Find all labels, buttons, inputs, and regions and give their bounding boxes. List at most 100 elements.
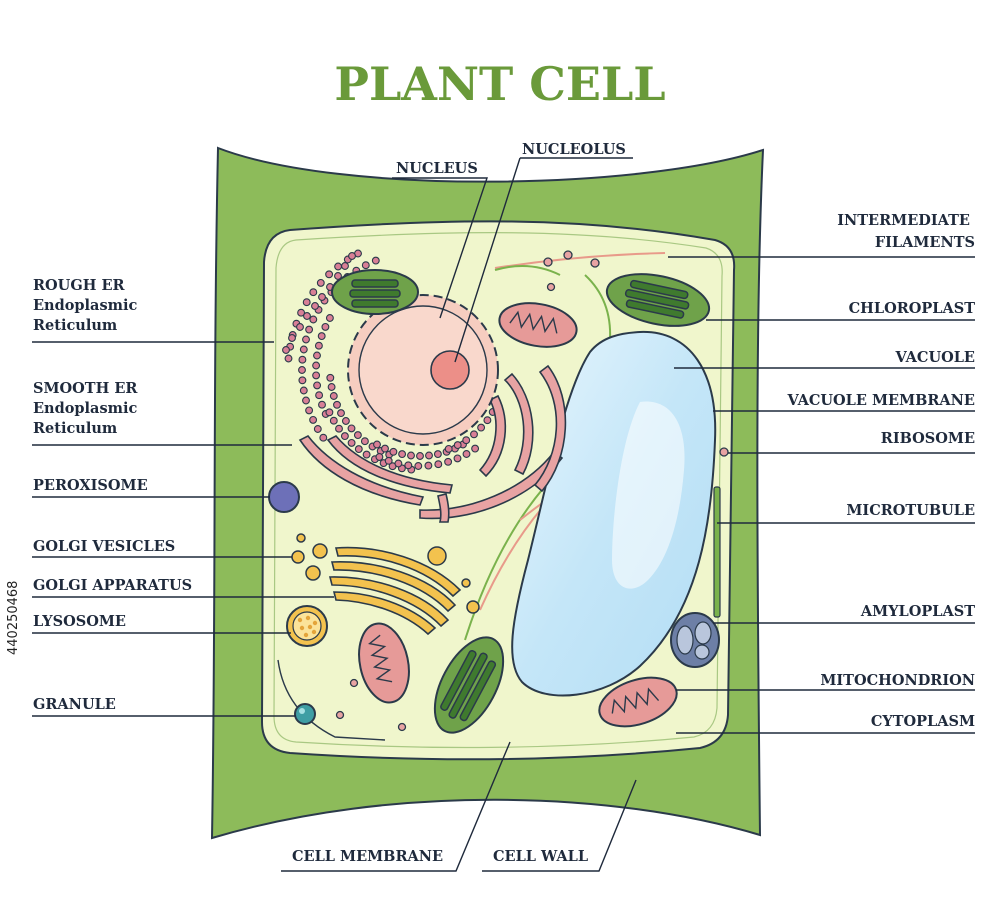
microtubule bbox=[713, 486, 721, 618]
rough-er-bead bbox=[312, 371, 321, 380]
rough-er-bead bbox=[318, 293, 326, 301]
rough-er-bead bbox=[414, 462, 423, 470]
rough-er-bead bbox=[327, 383, 336, 391]
rough-er-bead bbox=[297, 308, 306, 317]
rough-er-bead bbox=[303, 312, 311, 320]
chloroplast-right bbox=[605, 273, 711, 327]
rough-er-bead bbox=[329, 392, 338, 400]
rough-er-bead bbox=[360, 437, 369, 446]
leader-nucleolus bbox=[454, 157, 633, 363]
rough-er-bead bbox=[416, 452, 424, 460]
rough-er-bead bbox=[453, 441, 462, 450]
rough-er-bead bbox=[404, 461, 413, 470]
rough-er-bead bbox=[319, 433, 328, 442]
rough-er-bead bbox=[470, 430, 478, 439]
leader-cell-membrane bbox=[281, 741, 511, 872]
leader-lines bbox=[32, 157, 975, 872]
rough-er-bead bbox=[334, 262, 343, 271]
rough-er-bead bbox=[353, 431, 362, 440]
rough-er-bead bbox=[348, 252, 356, 260]
rough-er-bead bbox=[329, 416, 338, 425]
rough-er-bead bbox=[299, 345, 308, 354]
rough-er-bead bbox=[433, 450, 442, 459]
label-chloroplast: CHLOROPLAST bbox=[849, 300, 976, 317]
rough-er-bead bbox=[337, 409, 345, 418]
label-lysosome: LYSOSOME bbox=[33, 613, 126, 630]
rough-er-bead bbox=[321, 322, 330, 331]
rough-er-bead bbox=[334, 272, 342, 280]
page-title: PLANT CELL bbox=[334, 57, 665, 111]
rough-er-bead bbox=[302, 298, 311, 307]
rough-er-bead bbox=[483, 416, 492, 425]
rough-er-bead bbox=[313, 351, 321, 360]
label-rough-er: ROUGH ER Endoplasmic Reticulum bbox=[33, 277, 142, 334]
rough-er-bead bbox=[309, 415, 318, 424]
stock-id: 440250468 bbox=[6, 580, 21, 655]
label-amyloplast: AMYLOPLAST bbox=[860, 603, 975, 620]
rough-er-bead bbox=[314, 341, 323, 350]
rough-er-bead bbox=[394, 459, 403, 468]
label-nucleolus: NUCLEOLUS bbox=[522, 141, 626, 158]
label-granule: GRANULE bbox=[33, 696, 116, 713]
label-cell-membrane: CELL MEMBRANE bbox=[292, 848, 443, 865]
rough-er-bead bbox=[305, 325, 314, 334]
rough-er-bead bbox=[444, 457, 453, 466]
rough-er-bead bbox=[296, 323, 304, 331]
label-peroxisome: PEROXISOME bbox=[33, 477, 148, 494]
rough-er-bead bbox=[315, 391, 324, 400]
rough-er-bead bbox=[298, 376, 307, 385]
rough-er-bead bbox=[298, 355, 307, 364]
rough-er-bead bbox=[471, 444, 480, 453]
rough-er-bead bbox=[335, 424, 343, 433]
rough-er-bead bbox=[317, 332, 326, 341]
label-cell-wall: CELL WALL bbox=[493, 848, 588, 865]
golgi-vesicles bbox=[291, 533, 480, 614]
rough-er-bead bbox=[477, 423, 486, 432]
rough-er-bead bbox=[302, 335, 310, 344]
rough-er-bead bbox=[398, 450, 407, 459]
rough-er-bead bbox=[333, 400, 341, 409]
label-microtubule: MICROTUBULE bbox=[846, 502, 975, 519]
label-smooth-er: SMOOTH ER Endoplasmic Reticulum bbox=[33, 380, 143, 437]
peroxisome bbox=[268, 481, 300, 513]
ribosomes bbox=[335, 250, 729, 732]
rough-er-bead bbox=[325, 314, 334, 322]
rough-er-bead bbox=[309, 315, 318, 324]
nucleus bbox=[347, 294, 499, 446]
amyloplast bbox=[670, 612, 720, 668]
rough-er-bead bbox=[407, 451, 415, 460]
rough-er-bead bbox=[347, 424, 356, 433]
nucleolus bbox=[430, 350, 470, 390]
rough-er-bead bbox=[298, 366, 306, 374]
rough-er-bead bbox=[326, 373, 335, 382]
rough-er-bead bbox=[462, 436, 471, 445]
rough-er-bead bbox=[347, 438, 356, 447]
rough-er-bead bbox=[313, 425, 322, 433]
golgi-apparatus bbox=[328, 546, 462, 636]
rough-er-bead bbox=[453, 454, 462, 463]
rough-er-bead bbox=[341, 417, 350, 425]
rough-er bbox=[282, 249, 497, 474]
label-cytoplasm: CYTOPLASM bbox=[871, 713, 975, 730]
chloroplast-bottom bbox=[433, 636, 505, 734]
rough-er-bead bbox=[354, 445, 363, 454]
rough-er-bead bbox=[444, 444, 453, 453]
rough-er-bead bbox=[389, 447, 398, 456]
leader-cell-wall bbox=[482, 779, 637, 872]
rough-er-bead bbox=[311, 302, 319, 310]
rough-er-bead bbox=[340, 432, 349, 441]
rough-er-bead bbox=[284, 354, 293, 363]
rough-er-bead bbox=[373, 440, 381, 449]
label-golgi-apparatus: GOLGI APPARATUS bbox=[33, 577, 192, 594]
chloroplast-top-left bbox=[331, 269, 419, 315]
cytoplasm-edge bbox=[273, 232, 723, 749]
rough-er-bead bbox=[434, 460, 443, 469]
rough-er-bead bbox=[381, 444, 389, 453]
label-golgi-vesicles: GOLGI VESICLES bbox=[33, 538, 175, 555]
label-ribosome: RIBOSOME bbox=[881, 430, 975, 447]
label-intermediate-filaments: INTERMEDIATE FILAMENTS bbox=[837, 212, 975, 251]
rough-er-bead bbox=[316, 278, 325, 287]
rough-er-bead bbox=[305, 406, 314, 415]
label-mitochondrion: MITOCHONDRION bbox=[820, 672, 975, 689]
